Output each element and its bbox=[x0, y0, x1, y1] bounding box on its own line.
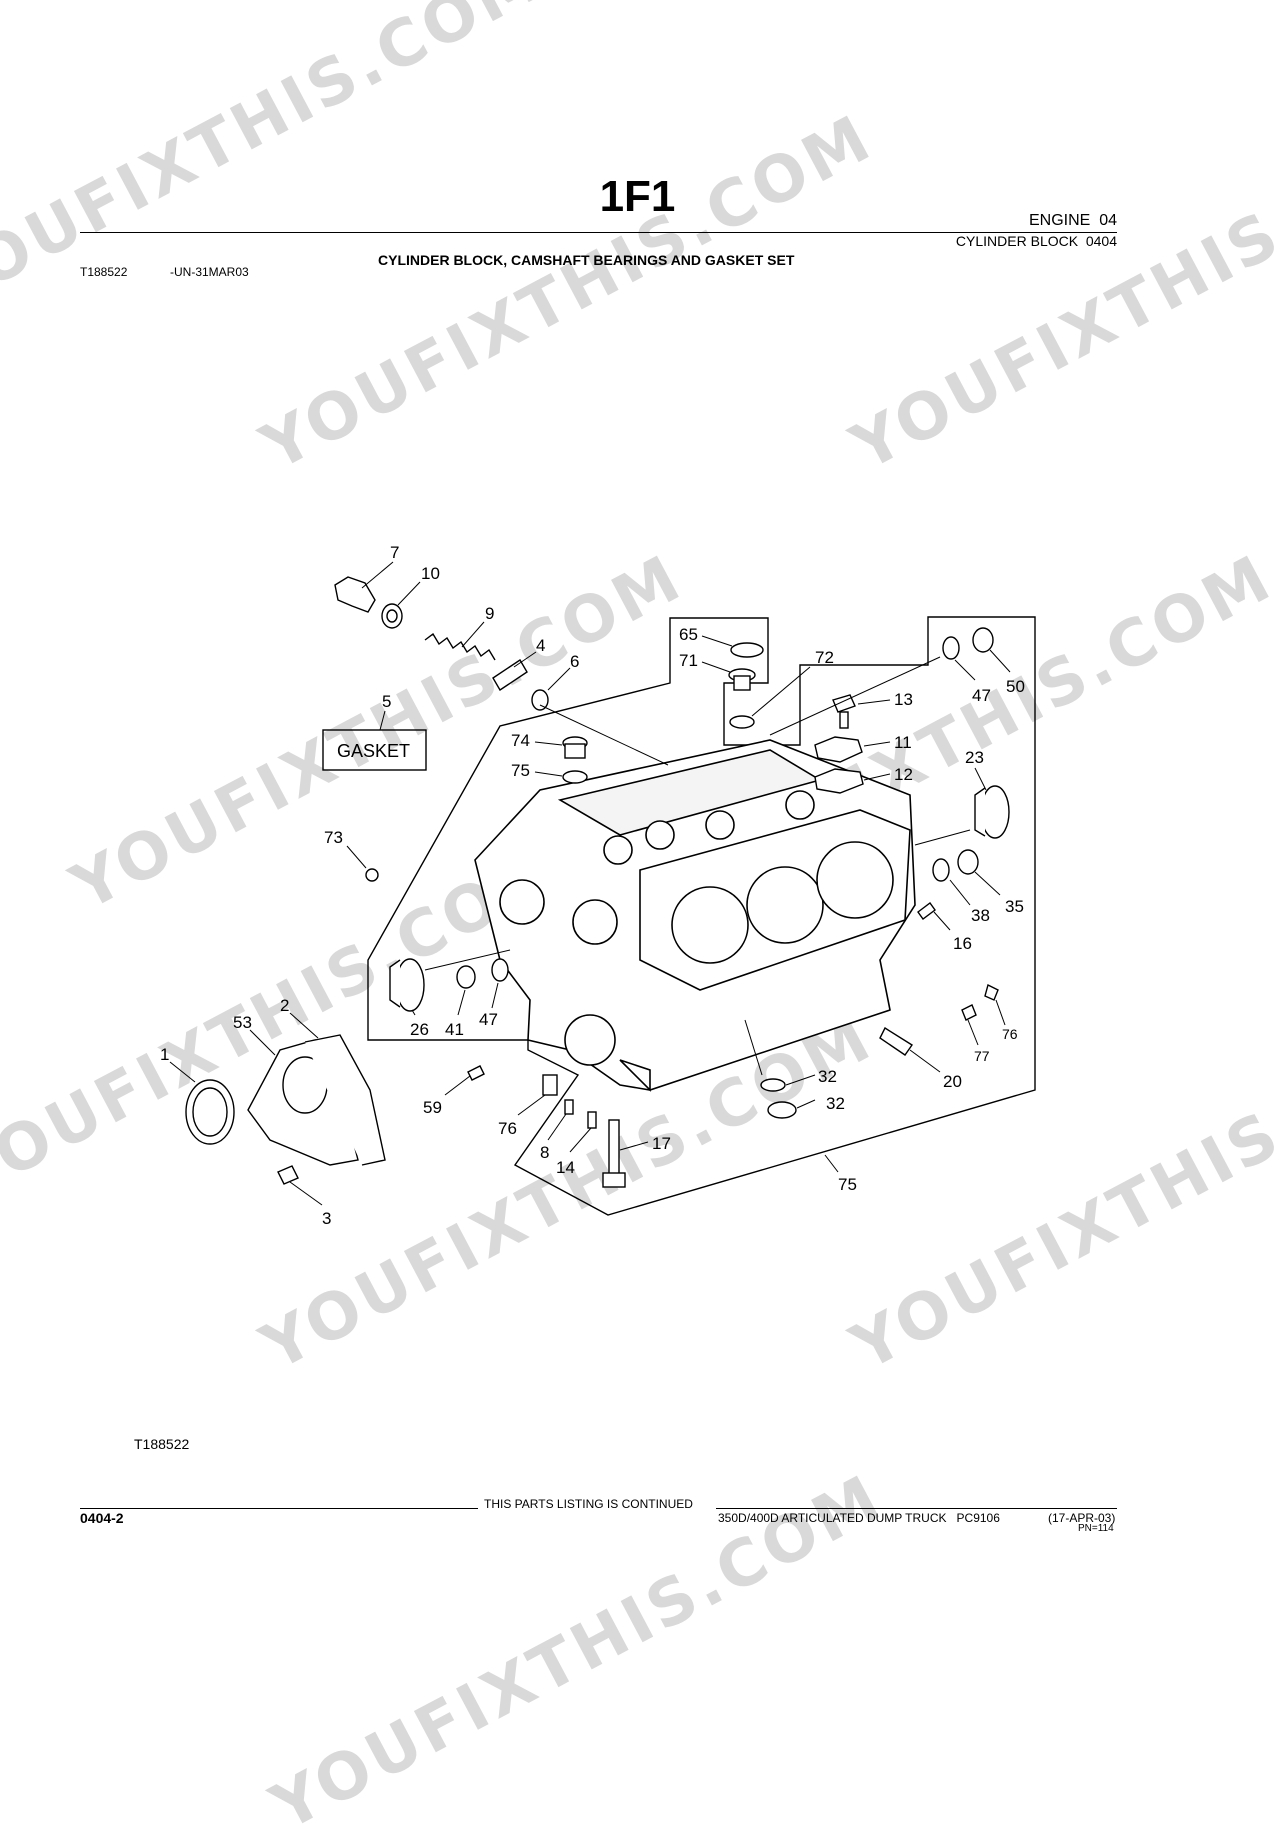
group-outline bbox=[367, 616, 1036, 1216]
callout-17: 17 bbox=[652, 1134, 671, 1153]
callout-6: 6 bbox=[570, 652, 580, 671]
callout-53: 53 bbox=[233, 1013, 252, 1032]
callout-62: 72 bbox=[815, 648, 834, 667]
callout-72: 74 bbox=[511, 731, 530, 750]
figure-id: T188522 bbox=[80, 265, 128, 279]
callout-56: 65 bbox=[679, 625, 698, 644]
callout-13: 13 bbox=[894, 690, 913, 709]
gasket-box bbox=[322, 729, 427, 771]
callout-76-label: 76 bbox=[1002, 1026, 1018, 1042]
callout-47: 47 bbox=[479, 1010, 498, 1029]
callout-20: 20 bbox=[943, 1072, 962, 1091]
callout-10: 10 bbox=[421, 564, 440, 583]
footer-pn: PN=114 bbox=[1078, 1523, 1114, 1534]
callout-59: 71 bbox=[679, 651, 698, 670]
figure-code: -UN-31MAR03 bbox=[170, 265, 249, 279]
callout-74: 76 bbox=[498, 1119, 517, 1138]
callout-41: 38 bbox=[971, 906, 990, 925]
footer-rule-left bbox=[80, 1508, 478, 1509]
callout-73: 75 bbox=[511, 761, 530, 780]
callout-8: 8 bbox=[540, 1143, 550, 1162]
callout-32-label: 32 bbox=[826, 1094, 845, 1113]
callout-11: 11 bbox=[894, 733, 912, 752]
callout-16: 16 bbox=[953, 934, 972, 953]
group-label: CYLINDER BLOCK 0404 bbox=[955, 233, 1117, 249]
callout-23: 23 bbox=[965, 748, 984, 767]
callout-77: 77 bbox=[974, 1048, 990, 1064]
callout-47-top: 47 bbox=[972, 686, 991, 705]
callout-75-label: 75 bbox=[838, 1175, 857, 1194]
callout-5: 5 bbox=[382, 692, 392, 711]
callout-35: 32 bbox=[818, 1067, 837, 1086]
callout-4: 4 bbox=[536, 636, 546, 655]
figure-caption: T188522 bbox=[134, 1436, 190, 1452]
product-label: 350D/400D ARTICULATED DUMP TRUCK PC9106 bbox=[718, 1511, 1000, 1525]
callout-65: 59 bbox=[423, 1098, 442, 1117]
footer-date: (17-APR-03) bbox=[1048, 1511, 1116, 1525]
callout-26: 26 bbox=[410, 1020, 429, 1039]
continued-note: THIS PARTS LISTING IS CONTINUED bbox=[484, 1497, 693, 1511]
callout-14: 14 bbox=[556, 1158, 575, 1177]
exploded-parts-diagram bbox=[169, 561, 1036, 1216]
footer-rule-right bbox=[716, 1508, 1117, 1509]
callout-71: 73 bbox=[324, 828, 343, 847]
callout-38: 35 bbox=[1005, 897, 1024, 916]
page-title: 1F1 bbox=[599, 172, 676, 221]
callout-44: 41 bbox=[445, 1020, 464, 1039]
gasket-label: GASKET bbox=[337, 741, 411, 761]
callout-7: 7 bbox=[390, 543, 400, 562]
callout-50: 50 bbox=[1006, 677, 1025, 696]
page-number: 0404-2 bbox=[80, 1510, 124, 1526]
header-rule bbox=[80, 232, 1117, 233]
cylinder-block bbox=[474, 739, 916, 1092]
callout-1: 1 bbox=[160, 1045, 170, 1064]
callout-12: 12 bbox=[894, 765, 913, 784]
callout-9: 9 bbox=[485, 604, 495, 623]
section-label: ENGINE 04 bbox=[1028, 212, 1117, 229]
illustration-title: CYLINDER BLOCK, CAMSHAFT BEARINGS AND GA… bbox=[378, 252, 795, 268]
callout-3: 3 bbox=[322, 1209, 332, 1228]
callout-2: 2 bbox=[280, 996, 290, 1015]
